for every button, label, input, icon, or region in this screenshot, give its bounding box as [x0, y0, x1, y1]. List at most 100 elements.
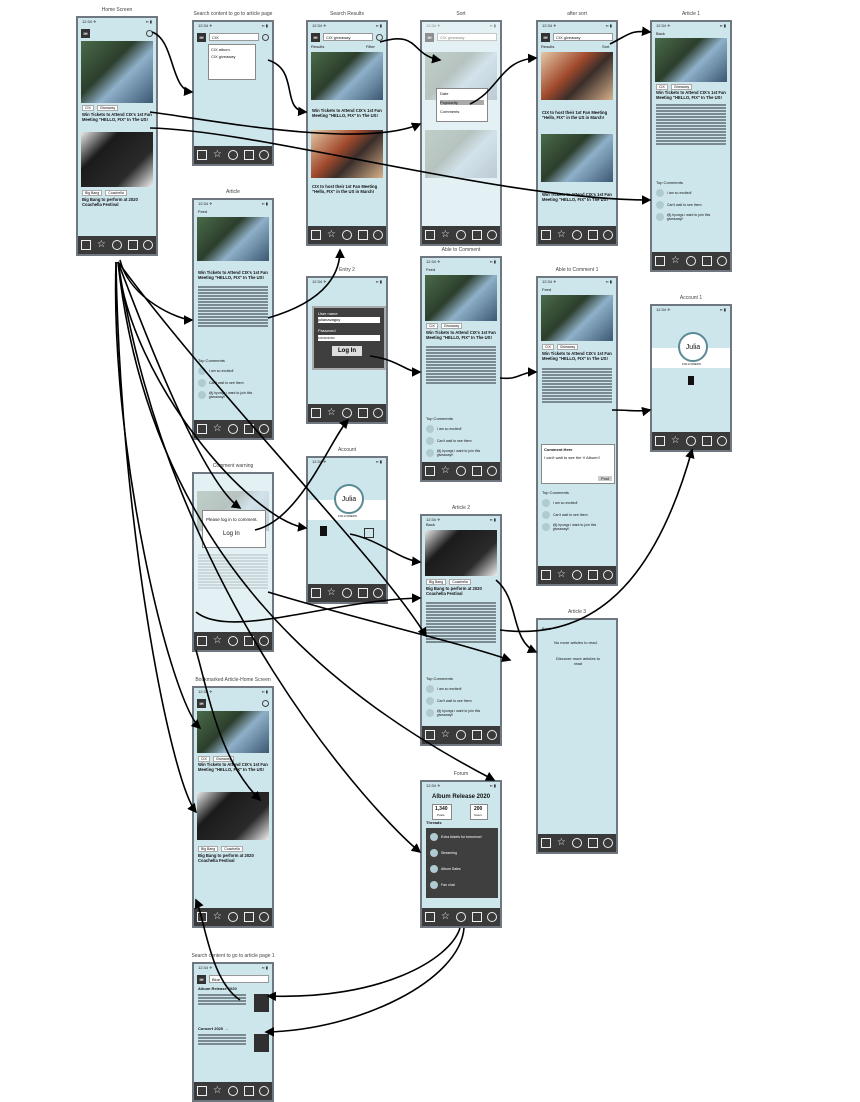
- play-icon[interactable]: [571, 570, 582, 580]
- play-icon[interactable]: [455, 912, 466, 922]
- play-icon[interactable]: [341, 588, 352, 598]
- star-icon[interactable]: ☆: [212, 1085, 222, 1096]
- chat-icon[interactable]: [243, 150, 254, 160]
- chat-icon[interactable]: [243, 424, 254, 434]
- chat-icon[interactable]: [243, 636, 254, 646]
- play-icon[interactable]: [227, 150, 238, 160]
- account-icon[interactable]: [487, 466, 498, 476]
- home-icon[interactable]: [196, 424, 207, 434]
- sort-option-comments[interactable]: Comments: [440, 109, 460, 114]
- chat-icon[interactable]: [243, 1086, 254, 1096]
- account-icon[interactable]: [603, 570, 614, 580]
- home-icon[interactable]: [196, 912, 207, 922]
- thread-item[interactable]: Extra tickets for tomorrow!: [430, 832, 494, 842]
- feed-button[interactable]: Feed: [198, 209, 208, 214]
- account-icon[interactable]: [259, 150, 270, 160]
- password-input[interactable]: ••••••••••••: [318, 335, 380, 341]
- play-icon[interactable]: [571, 230, 582, 240]
- discover-link[interactable]: Discover more articles to read: [555, 656, 600, 666]
- home-icon[interactable]: [424, 230, 435, 240]
- star-icon[interactable]: ☆: [440, 729, 450, 740]
- chat-icon[interactable]: [364, 528, 374, 538]
- back-button[interactable]: Back: [542, 626, 551, 631]
- chat-icon[interactable]: [471, 466, 482, 476]
- filter-button[interactable]: Filter: [366, 44, 375, 49]
- chat-icon[interactable]: [471, 230, 482, 240]
- star-icon[interactable]: ☆: [212, 149, 222, 160]
- chat-icon[interactable]: [471, 730, 482, 740]
- article-photo-2[interactable]: [541, 134, 613, 182]
- home-icon[interactable]: [196, 1086, 207, 1096]
- star-icon[interactable]: ☆: [326, 407, 336, 418]
- star-icon[interactable]: ☆: [556, 569, 566, 580]
- article-photo[interactable]: [541, 52, 613, 100]
- home-icon[interactable]: [80, 240, 91, 250]
- article-headline-2[interactable]: Win Tickets to Attend CIX's 1st Fan Meet…: [542, 192, 612, 202]
- login-button[interactable]: Log In: [332, 346, 362, 356]
- article-photo-2[interactable]: [311, 130, 383, 178]
- article-photo[interactable]: [197, 711, 269, 753]
- chat-icon[interactable]: [587, 570, 598, 580]
- play-icon[interactable]: [227, 1086, 238, 1096]
- play-icon[interactable]: [111, 240, 122, 250]
- home-icon[interactable]: [310, 588, 321, 598]
- article-photo-2[interactable]: [197, 792, 269, 840]
- search-input[interactable]: Blue: [209, 975, 269, 983]
- username-input[interactable]: julianavaguy: [318, 317, 380, 323]
- home-icon[interactable]: [196, 636, 207, 646]
- search-input[interactable]: CIX giveaway: [323, 33, 373, 41]
- account-icon[interactable]: [259, 1086, 270, 1096]
- concert-section-title[interactable]: Concert 2020 →: [198, 1026, 229, 1031]
- home-icon[interactable]: [310, 230, 321, 240]
- play-icon[interactable]: [455, 230, 466, 240]
- article-headline[interactable]: Win Tickets to Attend CIX's 1st Fan Meet…: [82, 112, 152, 122]
- chat-icon[interactable]: [243, 912, 254, 922]
- play-icon[interactable]: [227, 636, 238, 646]
- play-icon[interactable]: [341, 408, 352, 418]
- star-icon[interactable]: ☆: [96, 239, 106, 250]
- chat-icon[interactable]: [357, 588, 368, 598]
- play-icon[interactable]: [571, 838, 582, 848]
- star-icon[interactable]: ☆: [212, 635, 222, 646]
- post-button[interactable]: Post: [597, 476, 612, 481]
- star-icon[interactable]: ☆: [556, 837, 566, 848]
- thread-item[interactable]: Album Sales: [430, 864, 494, 874]
- album-thumbnail[interactable]: [254, 994, 269, 1012]
- account-icon[interactable]: [259, 912, 270, 922]
- search-icon[interactable]: [146, 29, 153, 37]
- play-icon[interactable]: [455, 730, 466, 740]
- play-icon[interactable]: [341, 230, 352, 240]
- search-icon[interactable]: [262, 33, 269, 41]
- star-icon[interactable]: ☆: [440, 911, 450, 922]
- play-icon[interactable]: [227, 424, 238, 434]
- star-icon[interactable]: ☆: [326, 587, 336, 598]
- chat-icon[interactable]: [587, 838, 598, 848]
- search-icon[interactable]: [262, 699, 269, 707]
- article-headline-2[interactable]: Big Bang to perform at 2020 Coachella Fe…: [198, 853, 254, 863]
- star-icon[interactable]: ☆: [440, 465, 450, 476]
- comment-input[interactable]: I can't wait to see the V Album!!: [544, 455, 600, 460]
- bookmark-icon[interactable]: [320, 526, 327, 536]
- sort-button[interactable]: Sort: [602, 44, 610, 49]
- account-icon[interactable]: [259, 636, 270, 646]
- chat-icon[interactable]: [471, 912, 482, 922]
- back-button[interactable]: Back: [426, 522, 435, 527]
- article-headline[interactable]: Win Tickets to Attend CIX's 1st Fan Meet…: [198, 762, 268, 772]
- feed-button[interactable]: Feed: [542, 287, 552, 292]
- login-button[interactable]: Log In: [223, 531, 240, 537]
- home-icon[interactable]: [654, 256, 665, 266]
- home-icon[interactable]: [196, 150, 207, 160]
- chat-icon[interactable]: [357, 408, 368, 418]
- account-icon[interactable]: [143, 240, 154, 250]
- star-icon[interactable]: ☆: [670, 435, 680, 446]
- search-input[interactable]: CIX: [209, 33, 259, 41]
- home-icon[interactable]: [540, 570, 551, 580]
- album-section-title[interactable]: Album Release 2020: [198, 986, 237, 991]
- search-icon[interactable]: [376, 33, 383, 41]
- feed-button[interactable]: Feed: [426, 267, 436, 272]
- chat-icon[interactable]: [357, 230, 368, 240]
- home-icon[interactable]: [424, 912, 435, 922]
- account-icon[interactable]: [373, 588, 384, 598]
- article-photo[interactable]: [311, 52, 383, 100]
- home-icon[interactable]: [424, 466, 435, 476]
